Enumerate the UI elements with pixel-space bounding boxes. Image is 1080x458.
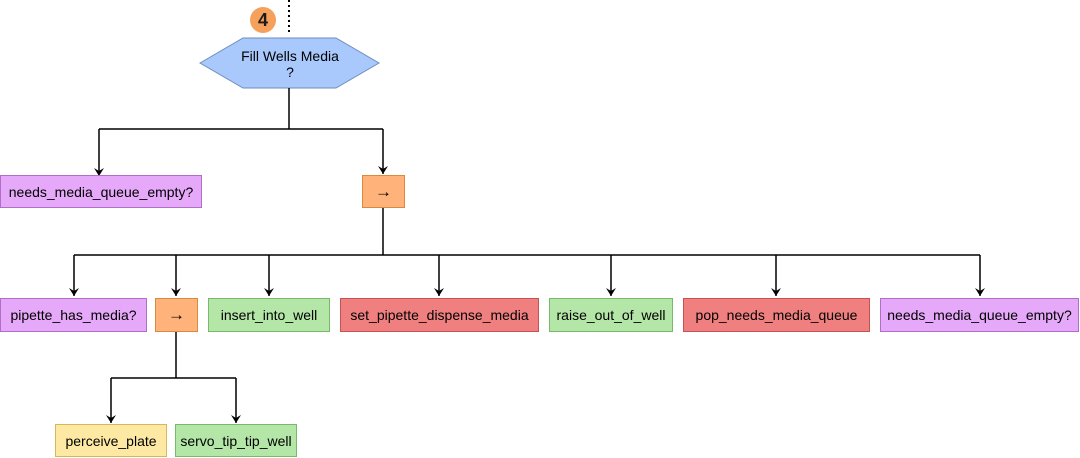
node-raise-out-of-well[interactable]: raise_out_of_well bbox=[549, 298, 673, 332]
root-selector-label[interactable]: Fill Wells Media ? bbox=[200, 48, 380, 80]
node-sequence-main[interactable]: → bbox=[362, 175, 405, 208]
node-servo-tip-tip-well[interactable]: servo_tip_tip_well bbox=[175, 424, 297, 457]
node-perceive-plate[interactable]: perceive_plate bbox=[55, 424, 167, 457]
root-selector-title: Fill Wells Media bbox=[241, 48, 339, 64]
node-set-pipette-dispense-media[interactable]: set_pipette_dispense_media bbox=[340, 298, 539, 332]
node-pipette-has-media[interactable]: pipette_has_media? bbox=[0, 298, 147, 332]
node-pop-needs-media-queue[interactable]: pop_needs_media_queue bbox=[683, 298, 870, 332]
node-sequence-sub[interactable]: → bbox=[155, 298, 198, 332]
node-insert-into-well[interactable]: insert_into_well bbox=[208, 298, 330, 332]
node-needs-media-queue-empty[interactable]: needs_media_queue_empty? bbox=[880, 298, 1079, 332]
node-needs-media-queue-empty-top[interactable]: needs_media_queue_empty? bbox=[0, 175, 202, 208]
root-selector-question-mark: ? bbox=[286, 64, 294, 80]
root-selector-shape bbox=[199, 37, 380, 89]
step-number-badge: 4 bbox=[250, 7, 276, 33]
